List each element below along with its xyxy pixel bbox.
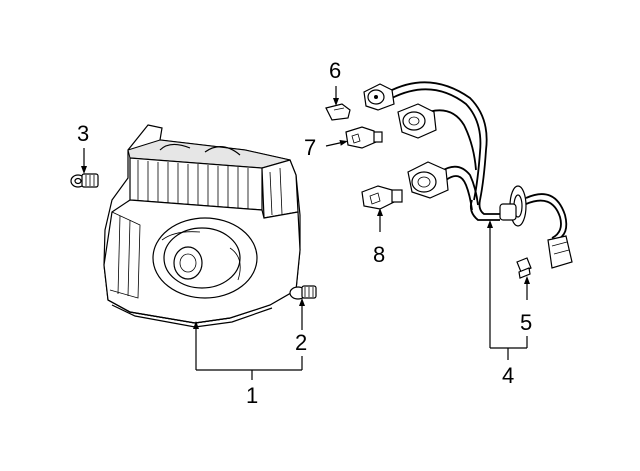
callout-5: 5 xyxy=(520,310,532,335)
callout-6: 6 xyxy=(329,58,341,83)
tail-lamp-assembly xyxy=(103,124,301,328)
middle-socket xyxy=(397,103,437,139)
bulb-part-6 xyxy=(325,103,351,121)
upper-socket xyxy=(363,83,395,111)
socket-harness-part-4 xyxy=(363,81,573,269)
clip-part-5 xyxy=(516,257,532,279)
lower-socket xyxy=(407,161,449,199)
leader-lines xyxy=(81,86,530,380)
bolt-part-3 xyxy=(70,173,99,188)
callout-3: 3 xyxy=(77,121,89,146)
bulb-part-7 xyxy=(345,126,383,149)
bulb-part-8 xyxy=(361,185,403,210)
callout-1: 1 xyxy=(246,383,258,408)
callout-4: 4 xyxy=(502,363,514,388)
screw-part-2 xyxy=(289,285,317,300)
callout-7: 7 xyxy=(304,135,316,160)
callout-8: 8 xyxy=(373,242,385,267)
callout-2: 2 xyxy=(295,330,307,355)
